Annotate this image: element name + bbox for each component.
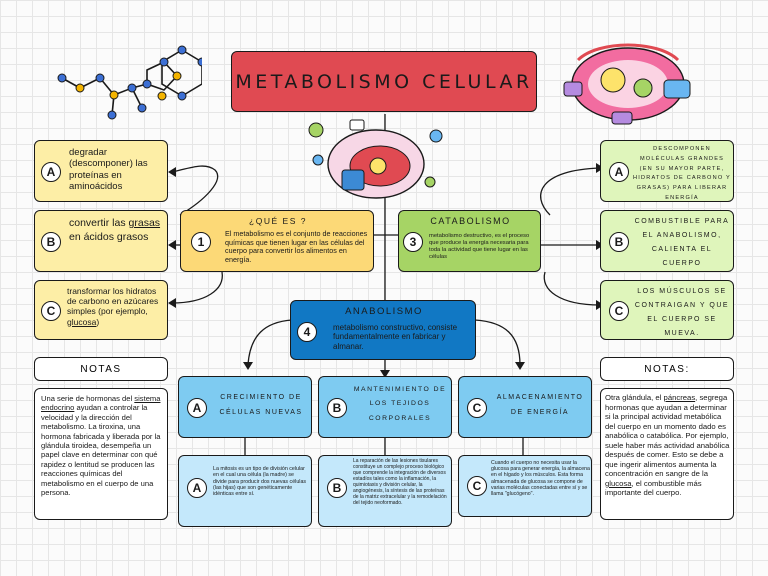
letter-b-badge: B [327,478,347,498]
right-item-c: C los músculos se contraigan y que el cu… [600,280,734,340]
que-es-text: El metabolismo es el conjunto de reaccio… [225,229,368,264]
notas-right-text-post: , el combustible más importante del cuer… [605,478,702,498]
letter-a-badge: A [187,398,207,418]
notas-right-label-box: NOTAS: [600,357,734,381]
right-item-b: B combustible para el anabolismo, calien… [600,210,734,272]
ana-detail-b: B La reparación de las lesiones tisulare… [318,455,452,527]
notas-left-text-post: ayudan a controlar la velocidad y la dir… [41,403,161,498]
ana-item-c-title: almacenamiento de energía [496,394,584,416]
letter-b-badge: B [327,398,347,418]
right-item-a: A descomponen moléculas grandes (en su m… [600,140,734,202]
left-item-a: A degradar (descomponer) las proteínas e… [34,140,168,202]
letter-a-badge: A [41,162,61,182]
ana-item-b: B mantenimiento de los tejidos corporale… [318,376,452,438]
number-4-badge: 4 [297,322,317,342]
left-item-b-text-post: en ácidos grasos [69,230,149,243]
number-3-badge: 3 [403,232,423,252]
ana-detail-a-text: La mitosis es un tipo de división celula… [213,466,307,498]
notas-right-label: NOTAS: [644,363,690,375]
left-item-c: C transformar los hidratos de carbono en… [34,280,168,340]
catabolismo-box: CATABOLISMO 3 metabolismo destructivo, e… [398,210,541,272]
que-es-box: ¿QUÉ ES ? 1 El metabolismo es el conjunt… [180,210,374,272]
left-item-a-line3: proteínas en [69,169,122,181]
right-item-c-text: los músculos se contraigan y que el cuer… [634,288,730,337]
notas-left-label-box: NOTAS [34,357,168,381]
notas-right-text-pre: Otra glándula, el [605,393,664,402]
pancreas-link[interactable]: páncreas [663,393,696,402]
letter-a-badge: A [187,478,207,498]
notas-left-label: NOTAS [80,363,122,375]
ana-item-c: C almacenamiento de energía [458,376,592,438]
letter-a-badge: A [609,162,629,182]
left-item-b: B convertir las grasas en ácidos grasos [34,210,168,272]
right-item-a-text: descomponen moléculas grandes (en su may… [633,146,731,201]
glucosa-link[interactable]: glucosa [67,316,97,327]
sistema-endocrino-link[interactable]: sistema endocrino [41,394,161,413]
right-item-b-text: combustible para el anabolismo, calienta… [634,218,730,267]
left-item-b-text-pre: convertir las [69,217,129,229]
molecule-illustration [57,45,202,120]
anabolismo-box: ANABOLISMO 4 metabolismo constructivo, c… [290,300,476,360]
ana-detail-c: C Cuando el cuerpo no necesita usar la g… [458,455,592,517]
ana-item-a: A crecimiento de células nuevas [178,376,312,438]
letter-c-badge: C [467,398,487,418]
ana-detail-a: A La mitosis es un tipo de división celu… [178,455,312,527]
ana-detail-c-text: Cuando el cuerpo no necesita usar la glu… [491,460,590,498]
notas-right-text-mid: , segrega hormonas que ayudan a determin… [605,393,730,479]
ana-item-a-title: crecimiento de células nuevas [219,394,303,416]
letter-c-badge: C [609,301,629,321]
grasas-link[interactable]: grasas [128,217,161,229]
letter-c-badge: C [467,476,487,496]
left-item-a-line4: aminoácidos [69,181,123,193]
anabolismo-text: metabolismo constructivo, consiste funda… [333,323,458,351]
cell-illustration [563,43,691,125]
catabolismo-title: CATABOLISMO [430,216,511,226]
number-1-badge: 1 [191,232,211,252]
ana-item-b-title: mantenimiento de los tejidos corporales [353,386,447,422]
title-box: METABOLISMO CELULAR [231,51,537,112]
catabolismo-text: metabolismo destructivo, es el proceso q… [429,233,530,260]
letter-b-badge: B [41,232,61,252]
ana-detail-b-text: La reparación de las lesiones tisulares … [353,458,447,506]
notas-left-text-pre: Una serie de hormonas del [41,394,135,403]
left-item-c-text-pre: transformar los hidratos de carbono en a… [67,286,159,317]
left-item-c-text-post: ) [96,316,100,327]
notas-right-box: Otra glándula, el páncreas, segrega horm… [600,388,734,520]
anabolismo-title: ANABOLISMO [345,306,423,317]
metabolism-cell-illustration [308,119,443,199]
notas-left-box: Una serie de hormonas del sistema endocr… [34,388,168,520]
left-item-a-line1: degradar [69,147,108,158]
glucosa-link[interactable]: glucosa [605,478,632,488]
letter-b-badge: B [609,232,629,252]
que-es-title: ¿QUÉ ES ? [249,216,307,226]
page-title: METABOLISMO CELULAR [235,70,533,93]
left-item-a-line2: (descomponer) las [69,158,148,170]
letter-c-badge: C [41,301,61,321]
